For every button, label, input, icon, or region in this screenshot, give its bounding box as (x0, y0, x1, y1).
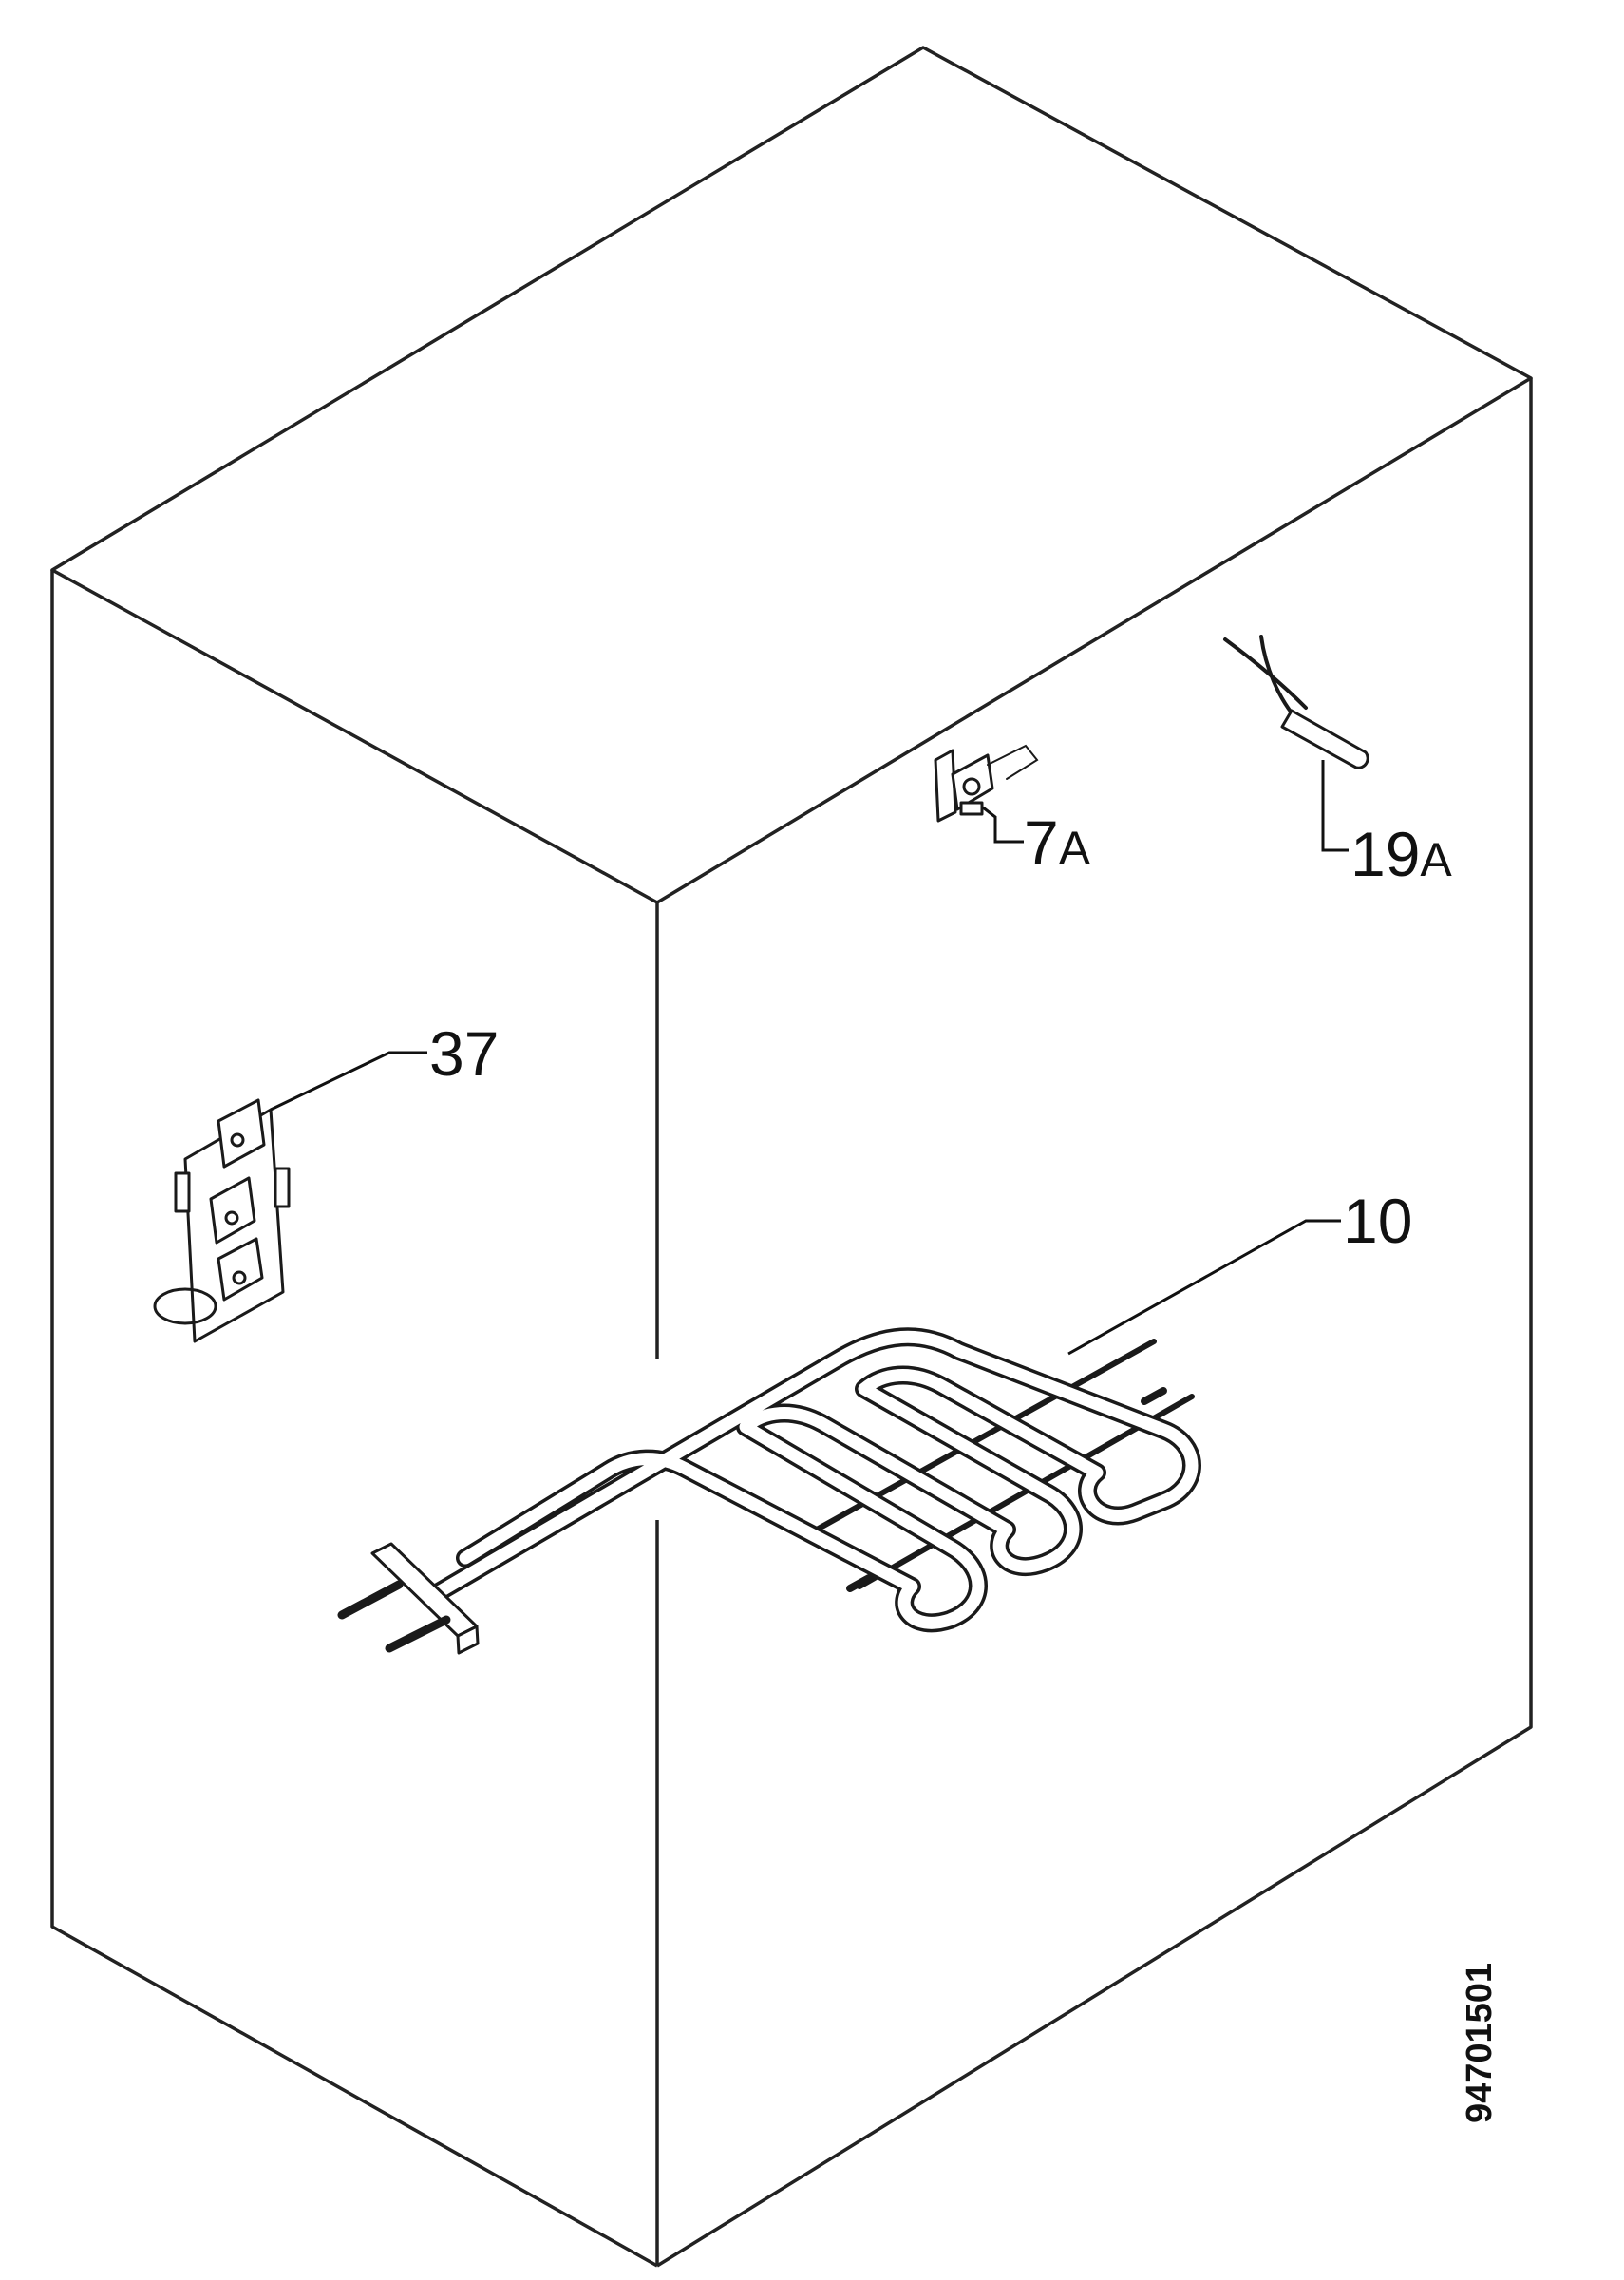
element-terminal-pin-1 (337, 1580, 404, 1620)
bracket-side-tab-left (174, 1171, 191, 1213)
switch-button (962, 777, 981, 796)
leader-19a (1321, 760, 1349, 852)
cabinet-top-face (50, 46, 1533, 904)
bracket-side-tab-right (274, 1167, 291, 1208)
cabinet-left-face-edges (50, 570, 658, 2268)
callout-19a-suffix: A (1420, 833, 1452, 886)
micro-switch-part (934, 744, 1039, 823)
leader-7a (982, 806, 1024, 844)
bracket-lower-clip (217, 1237, 264, 1302)
element-tube (425, 1330, 1199, 1629)
grill-heating-element-part (337, 1327, 1201, 1655)
callout-7a-suffix: A (1059, 822, 1091, 875)
callout-37: 37 (429, 1018, 499, 1089)
bracket-screw-1 (230, 1132, 245, 1148)
bracket-screw-3 (232, 1270, 247, 1285)
bracket-top-clip (217, 1098, 266, 1168)
callout-7a: 7A (1024, 808, 1091, 878)
bracket-cable-loop (153, 1287, 217, 1325)
callout-19a: 19A (1350, 819, 1452, 889)
sensor-wire-2 (1259, 635, 1301, 724)
oven-cabinet-outline (50, 46, 1533, 2268)
callout-labels: 7A 19A 37 10 (429, 808, 1452, 1256)
element-flange-side (456, 1624, 480, 1655)
callout-10-number: 10 (1343, 1186, 1412, 1256)
callout-leaders (270, 760, 1349, 1356)
sensor-wire-1 (1223, 637, 1308, 710)
switch-bracket (934, 749, 957, 823)
switch-lever (987, 744, 1039, 780)
temperature-sensor-part (1223, 635, 1369, 770)
cabinet-right-face-edges (656, 378, 1533, 2268)
element-rear-stud-2 (1141, 1387, 1167, 1405)
callout-10: 10 (1343, 1186, 1412, 1256)
document-number: 94701501 (1460, 1963, 1500, 2123)
callout-19a-number: 19 (1350, 819, 1420, 889)
callout-37-number: 37 (429, 1018, 499, 1089)
callout-7a-number: 7 (1024, 808, 1059, 878)
sensor-probe-body (1280, 709, 1369, 770)
element-terminal-pin-2 (385, 1615, 451, 1653)
control-bracket-part (153, 1098, 291, 1343)
bracket-screw-2 (224, 1210, 239, 1226)
element-rear-stud (846, 1574, 873, 1592)
switch-terminal (959, 801, 984, 816)
bracket-mid-clip (209, 1176, 256, 1244)
leader-10 (1067, 1219, 1341, 1356)
leader-37 (270, 1051, 427, 1112)
